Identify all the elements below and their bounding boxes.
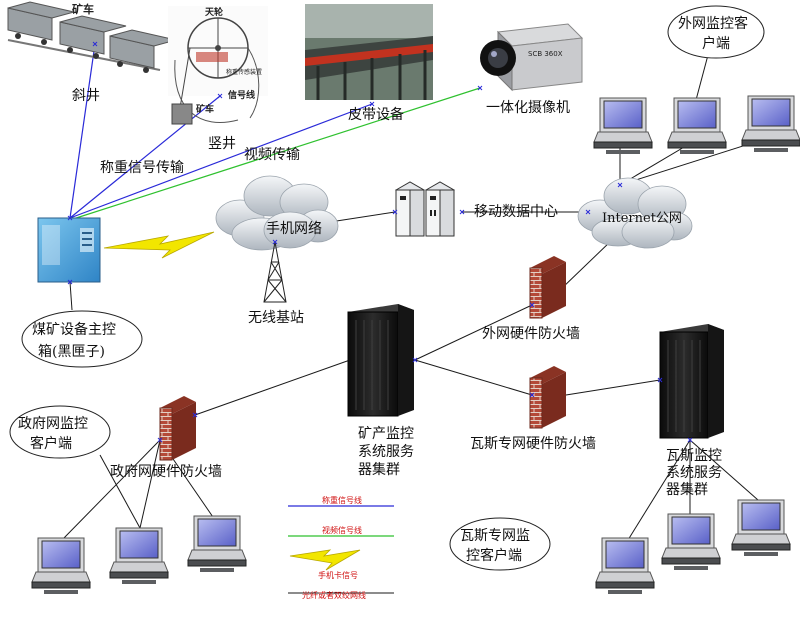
line-gov-client-fw (99, 454, 141, 529)
signal-line-inclined (69, 43, 96, 219)
gov-client-pc-2 (109, 527, 169, 585)
gov-firewall-icon (159, 396, 196, 461)
gas-server-label-1: 瓦斯监控 (666, 448, 722, 464)
mine-server-label-1: 矿产监控 (358, 426, 414, 442)
mobile-data-center-icon (394, 181, 456, 237)
gov-firewall-label: 政府网硬件防火墙 (110, 464, 222, 480)
video-transmission-label: 视频传输 (244, 147, 300, 163)
legend: 称重信号线 视频信号线 手机卡信号 光纤或者双绞网线 (288, 495, 394, 600)
line-ext-client-hub (695, 54, 709, 101)
gas-client-pc-1 (595, 537, 655, 595)
gov-client-label-1: 政府网监控 (18, 416, 88, 432)
control-box-label-1: 煤矿设备主控 (32, 321, 116, 338)
mobile-network-cloud (215, 175, 339, 251)
control-box-label-2: 箱(黑匣子) (38, 344, 105, 360)
integrated-camera: SCB 360X (480, 23, 584, 92)
internet-cloud (577, 177, 693, 249)
legend-mobile-label: 手机卡信号 (318, 570, 358, 580)
vertical-shaft-label: 竖井 (208, 136, 236, 152)
inclined-shaft-label: 斜井 (72, 88, 100, 104)
coal-mine-control-box (37, 217, 101, 283)
legend-lightning-icon (289, 549, 361, 571)
gas-server-cluster-icon (659, 324, 724, 439)
external-firewall-label: 外网硬件防火墙 (482, 326, 580, 342)
belt-equipment-label: 皮带设备 (348, 106, 404, 123)
belt-equipment-photo (305, 4, 433, 100)
mine-server-cluster-icon (347, 304, 414, 417)
line-box-bottom (69, 281, 73, 311)
line-gov-fw-pc1 (61, 439, 161, 541)
control-box-bubble (21, 310, 143, 368)
shaft-car-label: 矿车 (196, 103, 214, 115)
gov-client-bubble (9, 405, 111, 459)
line-ext-fw-server (414, 304, 533, 361)
internet-cloud-label: Internet公网 (602, 211, 682, 226)
external-client-pc-2 (667, 97, 727, 155)
legend-video-label: 视频信号线 (322, 525, 362, 535)
weighing-device-label: 称重传感装置 (226, 68, 262, 76)
gas-client-pc-2 (661, 513, 721, 571)
line-gas-server-pc3 (689, 439, 759, 501)
line-server-gas-fw (414, 359, 533, 396)
gas-client-bubble (449, 517, 551, 571)
signal-line-sketch-label: 信号线 (228, 89, 255, 101)
mobile-data-center-label: 移动数据中心 (474, 204, 558, 220)
wireless-lightning-icon (103, 231, 215, 259)
signal-line-belt (69, 103, 373, 219)
gov-client-label-2: 客户端 (30, 435, 72, 452)
line-gas-server-pc1 (627, 439, 691, 541)
mine-server-label-3: 器集群 (358, 461, 400, 478)
line-cloud-datacenter (329, 211, 396, 223)
gas-firewall-label: 瓦斯专网硬件防火墙 (470, 436, 596, 452)
mine-car-photo-label: 矿车 (72, 2, 94, 16)
gov-client-pc-1 (31, 537, 91, 595)
line-gov-fw-pc2 (139, 439, 161, 529)
external-client-bubble (667, 5, 765, 59)
external-client-label-2: 户端 (702, 35, 730, 52)
wireless-base-station-label: 无线基站 (248, 309, 304, 326)
wireless-base-station-icon (263, 241, 287, 303)
legend-fiber-label: 光纤或者双绞网线 (302, 590, 366, 600)
external-client-pc-3 (741, 95, 800, 153)
mine-car-photo: 矿车 (7, 1, 177, 73)
line-gas-fw-gas-server (565, 379, 661, 396)
line-server-gov-fw (194, 359, 351, 416)
gas-server-label-2: 系统服务 (666, 465, 722, 481)
integrated-camera-label: 一体化摄像机 (486, 100, 570, 116)
mobile-network-label: 手机网络 (266, 221, 322, 237)
vertical-shaft-sketch: 天轮 称重传感装置 信号线 矿车 (168, 6, 268, 125)
gov-client-pc-3 (187, 515, 247, 573)
head-sheave-label: 天轮 (205, 6, 223, 18)
external-client-label-1: 外网监控客 (678, 15, 748, 32)
endpoint-markers (67, 41, 693, 443)
line-internet-ext-firewall (559, 239, 613, 291)
gas-firewall-icon (529, 366, 566, 429)
external-client-pc-1 (593, 97, 653, 155)
weighing-transmission-label: 称重信号传输 (100, 160, 184, 176)
gas-client-label-1: 瓦斯专网监 (460, 528, 530, 544)
video-line-camera (69, 87, 481, 221)
gas-client-label-2: 控客户端 (466, 547, 522, 564)
legend-weighing-label: 称重信号线 (322, 495, 362, 505)
signal-line-vertical (69, 95, 221, 219)
camera-model-text: SCB 360X (528, 50, 563, 58)
gas-client-pc-3 (731, 499, 791, 557)
gas-server-label-3: 器集群 (666, 481, 708, 498)
mine-server-label-2: 系统服务 (358, 444, 414, 460)
external-firewall-icon (529, 256, 566, 319)
